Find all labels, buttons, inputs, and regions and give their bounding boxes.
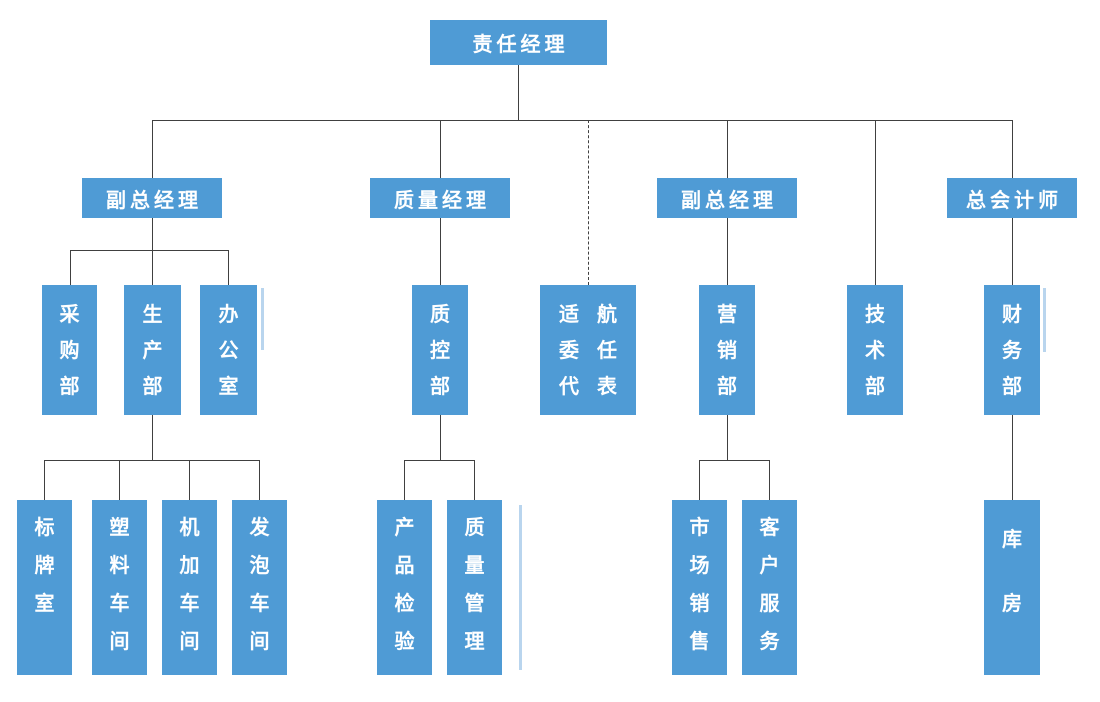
connector-root-stem: [518, 65, 519, 120]
connector-drop-accountant: [1012, 120, 1013, 178]
node-production-dept: 生产部: [124, 285, 181, 415]
connector-production-stem: [152, 415, 153, 460]
connector-drop-office: [228, 250, 229, 285]
connector-drop-deputy2: [727, 120, 728, 178]
node-accountable-manager: 责任经理: [430, 20, 607, 65]
connector-qualitymgr-stem: [440, 218, 441, 285]
connector-marketing-horizontal: [699, 460, 770, 461]
delegate-text-column-2: 航任表: [597, 304, 617, 398]
connector-drop-plastic: [119, 460, 120, 500]
node-machining-workshop: 机加车间: [162, 500, 217, 675]
connector-finance-warehouse: [1012, 415, 1013, 500]
connector-deputy1-horizontal: [70, 250, 229, 251]
connector-main-horizontal: [152, 120, 1013, 121]
connector-drop-procurement: [70, 250, 71, 285]
connector-drop-deputy1: [152, 120, 153, 178]
node-customer-service: 客户服务: [742, 500, 797, 675]
connector-drop-machining: [189, 460, 190, 500]
node-sign-room: 标牌室: [17, 500, 72, 675]
connector-drop-delegate-dashed: [588, 120, 589, 285]
connector-drop-sales: [699, 460, 700, 500]
node-quality-control-dept: 质控部: [412, 285, 468, 415]
artifact-sliver-finance: [1043, 288, 1046, 352]
connector-drop-quality-manager: [440, 120, 441, 178]
connector-qc-stem: [440, 415, 441, 460]
node-warehouse: 库房: [984, 500, 1040, 675]
node-quality-management: 质量管理: [447, 500, 502, 675]
node-finance-dept: 财务部: [984, 285, 1040, 415]
artifact-sliver-quality-mgmt: [519, 505, 522, 670]
connector-deputy1-stem: [152, 218, 153, 250]
node-deputy-general-manager-2: 副总经理: [657, 178, 797, 218]
node-market-sales: 市场销售: [672, 500, 727, 675]
node-technology-dept: 技术部: [847, 285, 903, 415]
node-quality-manager: 质量经理: [370, 178, 510, 218]
connector-drop-inspection: [404, 460, 405, 500]
connector-accountant-stem: [1012, 218, 1013, 285]
connector-deputy2-stem: [727, 218, 728, 285]
delegate-text-column-1: 适委代: [559, 304, 579, 398]
node-office: 办公室: [200, 285, 257, 415]
connector-drop-foam: [259, 460, 260, 500]
node-marketing-dept: 营销部: [699, 285, 755, 415]
node-airworthiness-delegate: 适委代 航任表: [540, 285, 636, 415]
connector-drop-sign-room: [44, 460, 45, 500]
connector-production-horizontal: [44, 460, 260, 461]
connector-qc-horizontal: [404, 460, 475, 461]
node-deputy-general-manager-1: 副总经理: [82, 178, 222, 218]
connector-marketing-stem: [727, 415, 728, 460]
node-product-inspection: 产品检验: [377, 500, 432, 675]
connector-drop-quality-mgmt: [474, 460, 475, 500]
connector-drop-service: [769, 460, 770, 500]
connector-drop-technology: [875, 120, 876, 285]
node-procurement-dept: 采购部: [42, 285, 97, 415]
artifact-sliver-office: [261, 288, 264, 350]
node-foam-workshop: 发泡车间: [232, 500, 287, 675]
node-chief-accountant: 总会计师: [947, 178, 1077, 218]
connector-drop-production: [152, 250, 153, 285]
node-plastic-workshop: 塑料车间: [92, 500, 147, 675]
